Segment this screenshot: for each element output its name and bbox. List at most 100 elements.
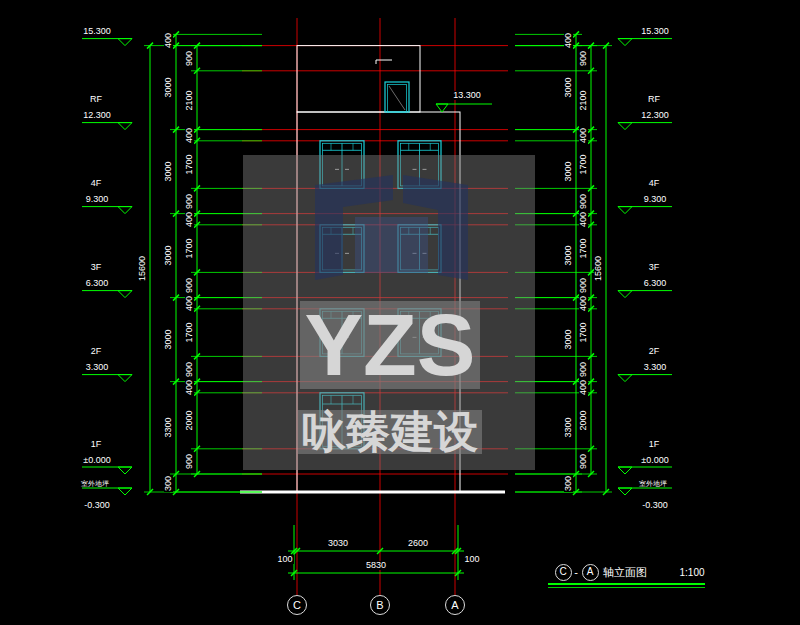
ground-label: 室外地坪 — [80, 480, 110, 487]
level-triangle — [618, 488, 632, 495]
elevation-label: 13.300 — [452, 91, 482, 100]
dimension-text: 1700 — [185, 238, 194, 260]
dimension-tick — [588, 306, 594, 312]
window-pane-line — [408, 143, 409, 150]
axis-letter: A — [451, 600, 458, 611]
door-frame — [385, 82, 409, 112]
lintel — [376, 60, 392, 64]
dimension-tick — [588, 379, 594, 385]
dimension-tick — [455, 548, 461, 554]
dimension-text: 2000 — [579, 410, 588, 432]
dimension-text: 400 — [185, 295, 194, 312]
dimension-line — [150, 46, 151, 492]
level-line — [242, 70, 508, 71]
dimension-line — [288, 551, 464, 552]
dimension-tick — [455, 570, 461, 576]
dimension-tick — [588, 353, 594, 359]
dimension-text: 2100 — [185, 89, 194, 111]
dimension-text: 2000 — [185, 410, 194, 432]
dimension-tick — [588, 446, 594, 452]
dimension-text: 400 — [579, 295, 588, 312]
dimension-text: 300 — [164, 474, 173, 491]
axis-bubble: C — [555, 564, 572, 581]
roof-door — [385, 82, 409, 112]
dimension-tick — [173, 379, 179, 385]
extension-line — [191, 129, 262, 130]
dimension-text: 1700 — [579, 238, 588, 260]
dimension-tick — [588, 68, 594, 74]
level-triangle — [118, 39, 132, 46]
dimension-text: 400 — [564, 31, 573, 48]
dimension-text: 900 — [579, 453, 588, 470]
extension-line — [170, 474, 262, 475]
ground-line — [240, 491, 505, 494]
elevation-label: 9.300 — [643, 195, 668, 204]
level-triangle — [118, 467, 132, 474]
dimension-text: 900 — [185, 453, 194, 470]
dimension-tick — [194, 390, 200, 396]
elevation-label: 3.300 — [85, 363, 110, 372]
dimension-text: 400 — [185, 379, 194, 396]
dimension-text: 900 — [579, 360, 588, 377]
extension-line — [144, 45, 262, 46]
dimension-text: 900 — [579, 50, 588, 67]
dimension-line — [606, 46, 607, 492]
dimension-text: 3000 — [564, 329, 573, 351]
dimension-tick — [588, 471, 594, 477]
dimension-tick — [173, 295, 179, 301]
dimension-text: 2100 — [579, 89, 588, 111]
dimension-tick — [194, 306, 200, 312]
window-pane-line — [331, 143, 332, 150]
dimension-text: 1700 — [579, 154, 588, 176]
dimension-tick — [588, 390, 594, 396]
dimension-text: 100 — [463, 555, 480, 564]
elevation-label: 15.300 — [82, 27, 112, 36]
dimension-text: 1700 — [185, 322, 194, 344]
dimension-tick — [173, 127, 179, 133]
scale-text: 1:100 — [678, 568, 705, 578]
elevation-label: 12.300 — [640, 111, 670, 120]
elevation-label: 9.300 — [85, 195, 110, 204]
level-triangle — [118, 375, 132, 382]
dimension-tick — [603, 43, 609, 49]
underline-thin — [548, 587, 705, 588]
dimension-tick — [194, 446, 200, 452]
title-text: - — [573, 567, 579, 578]
title-underline — [548, 584, 705, 588]
level-line — [242, 129, 508, 130]
floor-label: 4F — [90, 179, 103, 188]
dimension-text: 400 — [579, 379, 588, 396]
extension-line — [191, 70, 262, 71]
dimension-tick — [588, 211, 594, 217]
dimension-text: 3300 — [164, 417, 173, 439]
extension-line — [191, 140, 262, 141]
dimension-text: 5830 — [365, 561, 387, 570]
dimension-tick — [194, 379, 200, 385]
level-triangle — [436, 104, 448, 112]
dimension-tick — [173, 211, 179, 217]
dimension-tick — [573, 31, 579, 37]
dimension-tick — [588, 127, 594, 133]
dimension-text: 3000 — [164, 329, 173, 351]
window-pane-line — [430, 143, 431, 150]
dimension-text: 900 — [185, 360, 194, 377]
level-triangle — [618, 291, 632, 298]
level-triangle — [618, 39, 632, 46]
dimension-tick — [194, 127, 200, 133]
axis-letter: C — [559, 567, 566, 577]
dimension-tick — [194, 295, 200, 301]
axis-bubble: A — [445, 595, 465, 615]
dimension-tick — [194, 222, 200, 228]
extension-line — [191, 474, 262, 475]
elevation-label: 6.300 — [643, 279, 668, 288]
dimension-tick — [194, 68, 200, 74]
watermark-text: 咏臻建设 — [298, 410, 482, 454]
door-leaf — [388, 85, 407, 113]
dimension-tick — [147, 489, 153, 495]
axis-bubble: B — [370, 595, 390, 615]
elevation-label: 6.300 — [85, 279, 110, 288]
dimension-tick — [588, 222, 594, 228]
level-triangle — [618, 467, 632, 474]
dimension-line — [288, 573, 464, 574]
dimension-text: 3000 — [564, 77, 573, 99]
